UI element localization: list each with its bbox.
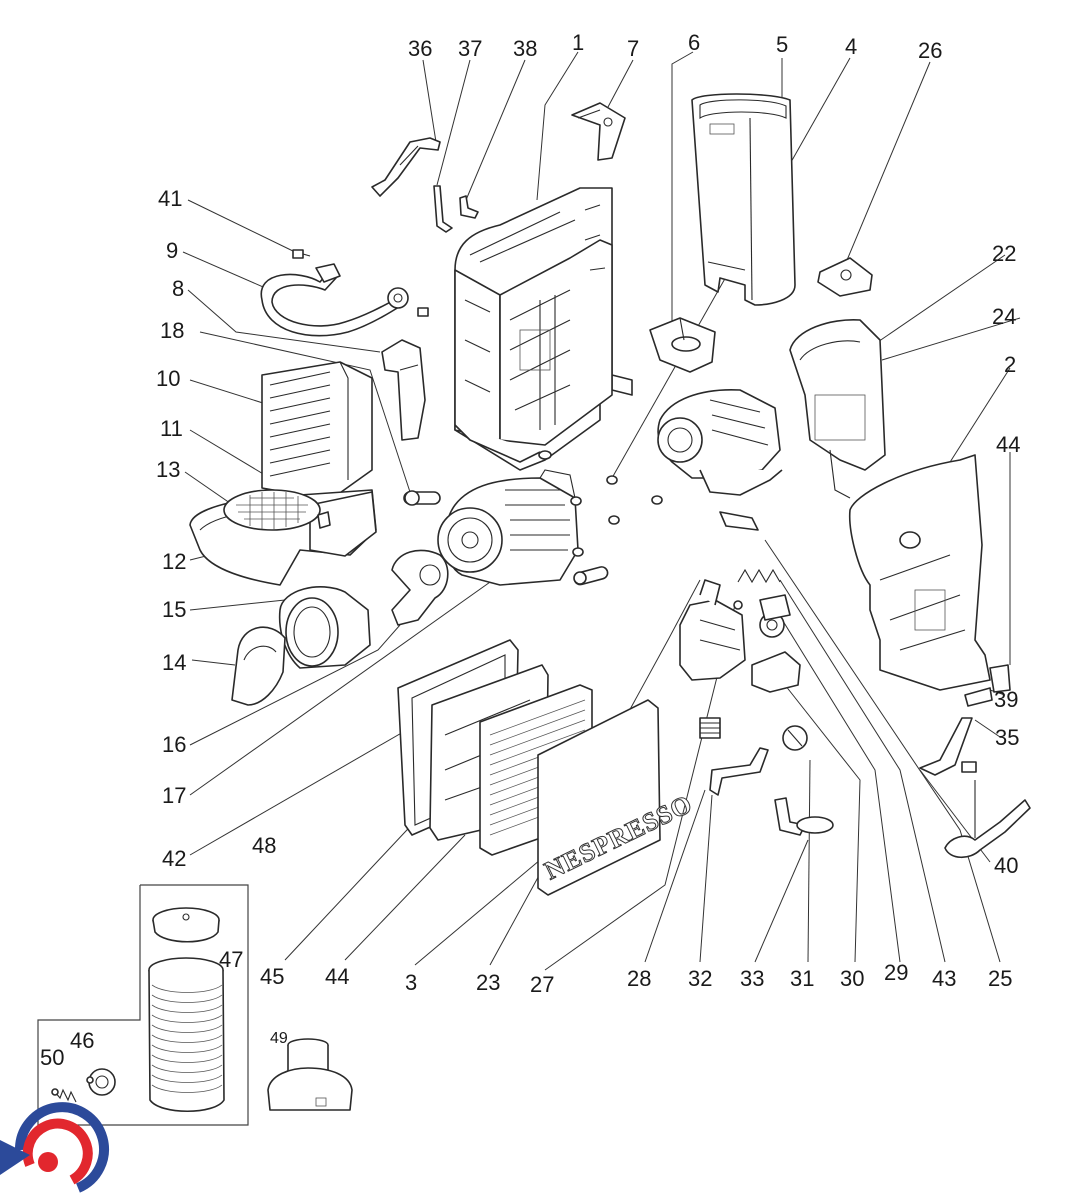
part-40-tube — [944, 780, 1031, 859]
label-13: 13 — [156, 457, 180, 482]
label-35: 35 — [995, 725, 1019, 750]
part-46-whisk — [86, 1068, 116, 1096]
part-18-pin — [403, 490, 441, 506]
label-29: 29 — [884, 960, 908, 985]
label-9: 9 — [166, 238, 178, 263]
part-26-connector — [817, 257, 873, 297]
part-32-pipe — [709, 747, 769, 796]
part-13-grid-plate — [223, 489, 321, 531]
label-33: 33 — [740, 966, 764, 991]
label-39: 39 — [994, 687, 1018, 712]
part-5-water-tank — [691, 93, 796, 306]
part-14-spout — [231, 626, 286, 706]
part-41-screw — [292, 249, 311, 259]
part-38-clip — [459, 195, 479, 219]
label-24: 24 — [992, 304, 1016, 329]
label-48: 48 — [252, 833, 276, 858]
label-22: 22 — [992, 241, 1016, 266]
part-24-control-board — [789, 319, 886, 499]
label-45: 45 — [260, 964, 284, 989]
part-32-spring — [699, 717, 721, 739]
label-18: 18 — [160, 318, 184, 343]
part-37-clip — [433, 185, 453, 233]
part-7-plate — [571, 102, 626, 161]
label-4: 4 — [845, 34, 857, 59]
part-33-flowmeter — [782, 725, 808, 751]
label-42: 42 — [162, 846, 186, 871]
part-8-lever — [381, 339, 426, 441]
part-17-brew-unit — [437, 469, 579, 586]
label-47: 47 — [219, 947, 243, 972]
part-36-bracket — [371, 137, 441, 197]
label-26: 26 — [918, 38, 942, 63]
label-50: 50 — [40, 1045, 64, 1070]
part-30-valve — [759, 594, 791, 638]
label-8: 8 — [172, 276, 184, 301]
part-22-thermoblock — [657, 389, 783, 496]
label-15: 15 — [162, 597, 186, 622]
label-43: 43 — [932, 966, 956, 991]
label-6: 6 — [688, 30, 700, 55]
part-29-heater-wire — [737, 568, 781, 584]
part-48-frother-jug — [148, 957, 225, 1113]
label-3: 3 — [405, 970, 417, 995]
label-12: 12 — [162, 549, 186, 574]
callout-labels: 36 37 38 1 7 6 5 4 26 41 9 8 18 10 11 13… — [40, 30, 1020, 1070]
part-9-hose — [260, 263, 409, 337]
part-10-drip-grid — [261, 361, 373, 501]
label-14: 14 — [162, 650, 186, 675]
label-11: 11 — [160, 416, 183, 441]
label-38: 38 — [513, 36, 537, 61]
label-49: 49 — [270, 1030, 288, 1047]
label-1: 1 — [572, 30, 584, 55]
label-41: 41 — [158, 186, 182, 211]
label-28: 28 — [627, 966, 651, 991]
label-36: 36 — [408, 36, 432, 61]
part-11-float — [317, 511, 331, 529]
label-30: 30 — [840, 966, 864, 991]
part-16-lever — [391, 549, 449, 626]
label-37: 37 — [458, 36, 482, 61]
label-46: 46 — [70, 1028, 94, 1053]
part-15-front-ring — [278, 586, 371, 669]
part-39-clip — [964, 687, 993, 707]
small-parts-balls — [570, 475, 663, 557]
brand-logo-icon — [0, 1102, 109, 1193]
label-23: 23 — [476, 970, 500, 995]
part-6-cap — [649, 317, 716, 373]
part-33-pipe — [774, 797, 834, 836]
label-2: 2 — [1004, 352, 1016, 377]
label-44-bottom: 44 — [325, 964, 349, 989]
label-17: 17 — [162, 783, 186, 808]
label-10: 10 — [156, 366, 180, 391]
part-44-clip-right — [989, 664, 1011, 693]
small-screw — [417, 307, 429, 317]
washer — [733, 600, 743, 610]
part-31-block — [751, 651, 801, 693]
part-35-sensor — [919, 717, 977, 776]
label-7: 7 — [627, 36, 639, 61]
pin-right — [573, 566, 609, 586]
label-31: 31 — [790, 966, 814, 991]
label-27: 27 — [530, 972, 554, 997]
label-32: 32 — [688, 966, 712, 991]
part-1-main-frame — [454, 187, 633, 471]
label-25: 25 — [988, 966, 1012, 991]
label-16: 16 — [162, 732, 186, 757]
part-43-clip — [719, 511, 759, 531]
part-47-lid — [152, 907, 220, 943]
part-2-side-cover — [848, 454, 991, 691]
label-5: 5 — [776, 32, 788, 57]
part-50-whisk-spring — [51, 1088, 77, 1103]
part-49-base — [267, 1038, 353, 1111]
label-44-right: 44 — [996, 432, 1020, 457]
part-28-pump — [679, 579, 746, 681]
label-40: 40 — [994, 853, 1018, 878]
